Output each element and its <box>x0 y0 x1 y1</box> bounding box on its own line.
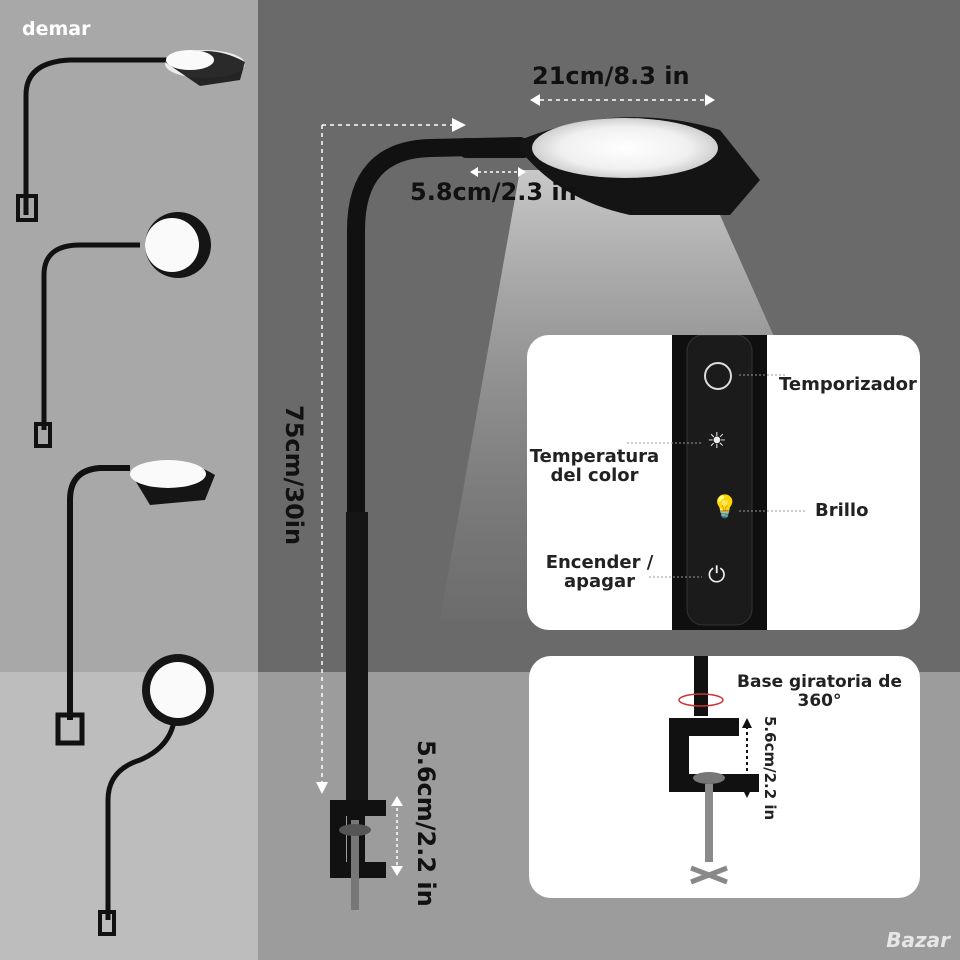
height-label: 75cm/30in <box>280 405 308 546</box>
sun-icon[interactable]: ☀ <box>707 429 727 454</box>
rotation-label: Base giratoria de 360° <box>737 672 902 711</box>
head-diameter-label: 21cm/8.3 in <box>532 62 690 90</box>
lamp-head-light <box>532 118 718 178</box>
power-label: Encender / apagar <box>545 552 654 592</box>
clamp-panel-opening-label: 5.6cm/2.2 in <box>761 716 779 821</box>
clamp-callout: Base giratoria de 360° 5.6cm/2.2 in <box>529 656 920 898</box>
lamp-neck <box>460 138 530 158</box>
timer-label: Temporizador <box>779 374 917 395</box>
watermark: Bazar <box>886 928 950 952</box>
brightness-label: Brillo <box>815 500 869 521</box>
bulb-icon[interactable]: 💡 <box>711 495 739 520</box>
control-panel-callout: ☀ 💡 ⏻ Temporizador Temperatura del color… <box>527 335 920 630</box>
brand-logo: demar <box>22 18 91 40</box>
color-temp-label: Temperatura del color <box>529 446 660 486</box>
power-icon[interactable]: ⏻ <box>708 563 726 588</box>
lamp-arm <box>347 137 529 879</box>
lamp-pole-lower <box>346 512 368 812</box>
timer-icon[interactable] <box>704 362 732 390</box>
neck-width-label: 5.8cm/2.3 in <box>410 178 577 206</box>
clamp-graphic <box>669 656 759 885</box>
clamp-opening-label: 5.6cm/2.2 in <box>412 740 440 907</box>
left-panel-floor <box>0 672 258 960</box>
